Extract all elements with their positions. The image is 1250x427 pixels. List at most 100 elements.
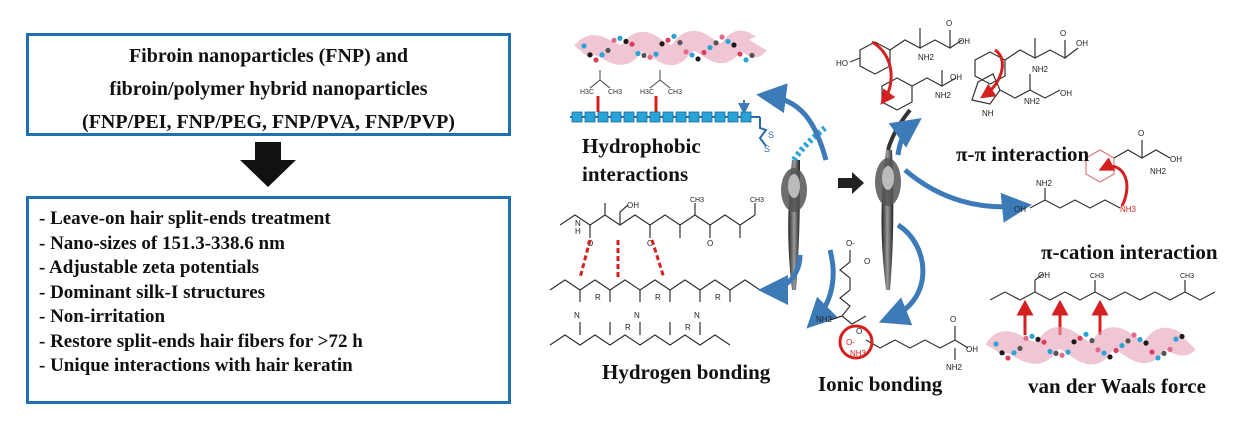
bead <box>1089 338 1095 344</box>
keratin-chain-hydrophobic <box>570 100 768 147</box>
chem-label: NH2 <box>816 315 833 324</box>
pi-cation-interaction-label: π-cation interaction <box>1041 240 1218 264</box>
feature-item: - Restore split-ends hair fibers for >72… <box>39 330 363 352</box>
summary-line-3: (FNP/PEI, FNP/PEG, FNP/PVA, FNP/PVP) <box>82 111 455 133</box>
chem-label: NH2 <box>1036 179 1053 188</box>
hair-fiber-right <box>875 108 912 290</box>
chem-label: O <box>950 315 956 324</box>
chem-label: R <box>685 323 691 332</box>
chem-label: H <box>575 227 581 236</box>
hair-fiber-left <box>781 125 827 290</box>
fibroin-helix-top <box>574 30 767 65</box>
bead <box>1095 347 1101 353</box>
feature-item: - Unique interactions with hair keratin <box>39 355 353 376</box>
keratin-unit <box>675 111 687 123</box>
chem-label: CH3 <box>608 89 622 96</box>
bead <box>641 52 647 58</box>
pi-cation-structure <box>1029 140 1171 209</box>
summary-line-1: Fibroin nanoparticles (FNP) and <box>128 45 409 67</box>
chem-label: NH2 <box>1150 167 1167 176</box>
bead <box>671 33 677 39</box>
keratin-unit <box>610 111 622 123</box>
hydrogen-bond-dashes <box>578 239 666 279</box>
chem-label: NH2 <box>918 53 935 62</box>
keratin-unit <box>597 111 609 123</box>
feature-item: - Nano-sizes of 151.3-338.6 nm <box>39 232 285 254</box>
chem-label: N <box>634 311 640 320</box>
blue-interaction-arrows <box>756 83 1032 329</box>
keratin-unit <box>688 111 700 123</box>
chem-label: O <box>1060 29 1066 38</box>
chem-label: R <box>715 293 721 302</box>
keratin-unit <box>727 111 739 123</box>
chem-label: CH3 <box>750 197 764 204</box>
bead <box>1161 350 1167 356</box>
van-der-waals-label: van der Waals force <box>1028 374 1206 398</box>
bead <box>1023 335 1029 341</box>
chem-label: NH2 <box>935 91 952 100</box>
bead <box>1137 336 1143 343</box>
bead <box>683 49 689 55</box>
feature-item: - Dominant silk-I structures <box>39 281 266 303</box>
bead <box>647 54 653 60</box>
bead <box>731 42 737 48</box>
chem-label: R <box>655 293 661 302</box>
chem-label: R <box>625 323 631 332</box>
bead <box>665 37 671 43</box>
chem-label: O <box>647 239 653 248</box>
bead <box>1143 340 1149 346</box>
bead <box>617 35 623 41</box>
keratin-unit <box>714 111 726 123</box>
ionic-structure <box>829 250 969 360</box>
bead <box>999 350 1005 356</box>
hydrophobic-contact-lines <box>596 96 658 112</box>
bead <box>719 34 725 40</box>
bead <box>677 40 683 46</box>
bead <box>653 51 659 57</box>
bead <box>1131 332 1137 338</box>
vdw-peptide-chain <box>989 273 1216 301</box>
bead <box>659 41 665 47</box>
interaction-diagram: H3C CH3 H3C CH3 S S OH H N O O O CH3 CH3 <box>549 19 1216 372</box>
bead <box>623 38 629 45</box>
chem-label: OH <box>966 345 978 354</box>
keratin-unit <box>584 111 596 123</box>
bead <box>1011 350 1017 356</box>
bead <box>1179 333 1185 340</box>
fibroin-helix-bottom <box>985 327 1196 365</box>
bead <box>743 57 749 63</box>
bead <box>1035 336 1041 343</box>
bead <box>1047 348 1053 355</box>
chem-label: N <box>694 311 700 320</box>
chem-label: NH <box>982 109 994 118</box>
bead <box>1059 352 1065 358</box>
chem-label: H3C <box>580 89 594 96</box>
bead <box>1167 346 1173 352</box>
bead <box>695 56 701 62</box>
hydrophobic-label-line2: interactions <box>582 162 689 186</box>
chem-label: CH3 <box>668 89 682 96</box>
bead <box>1017 345 1023 352</box>
chem-label: OH <box>1170 155 1182 164</box>
chem-label: OH <box>1014 205 1026 214</box>
hydrophobic-label-line1: Hydrophobic <box>582 134 701 158</box>
feature-item: - Non-irritation <box>39 306 166 327</box>
bead <box>1053 350 1059 356</box>
chem-label: O <box>946 19 952 28</box>
bead <box>1173 336 1179 342</box>
right-arrow-icon <box>838 172 864 194</box>
summary-line-2: fibroin/polymer hybrid nanoparticles <box>109 78 428 100</box>
bead <box>725 38 731 45</box>
chem-label: NH2 <box>1032 65 1049 74</box>
bead <box>701 49 707 56</box>
feature-item: - Adjustable zeta potentials <box>39 257 260 278</box>
chem-label: OH <box>958 37 970 46</box>
bead <box>1125 338 1131 344</box>
chem-label: CH3 <box>690 197 704 204</box>
chem-label: OH <box>1076 39 1088 48</box>
chem-label: O- <box>846 338 855 347</box>
chem-label: NH2 <box>946 363 963 372</box>
ionic-pair-circle <box>838 324 874 360</box>
bead <box>713 40 719 46</box>
